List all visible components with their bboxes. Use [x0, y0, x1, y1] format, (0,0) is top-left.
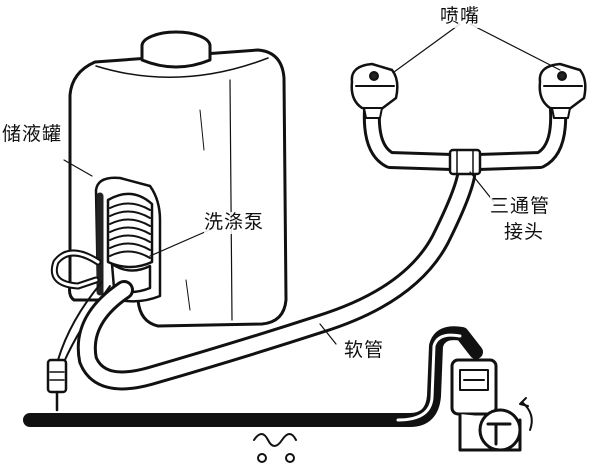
nozzle-left — [352, 64, 398, 118]
label-nozzle: 喷嘴 — [440, 6, 480, 28]
ground-squiggle — [254, 434, 296, 462]
label-tee-line1: 三通管 — [490, 196, 550, 218]
label-tee-line2: 接头 — [504, 222, 544, 244]
label-pump: 洗涤泵 — [204, 212, 264, 234]
nozzle-right — [540, 64, 586, 118]
washer-switch — [452, 360, 532, 450]
label-hose: 软管 — [344, 340, 384, 362]
tee-connector — [372, 110, 558, 174]
label-reservoir: 储液罐 — [2, 124, 62, 146]
